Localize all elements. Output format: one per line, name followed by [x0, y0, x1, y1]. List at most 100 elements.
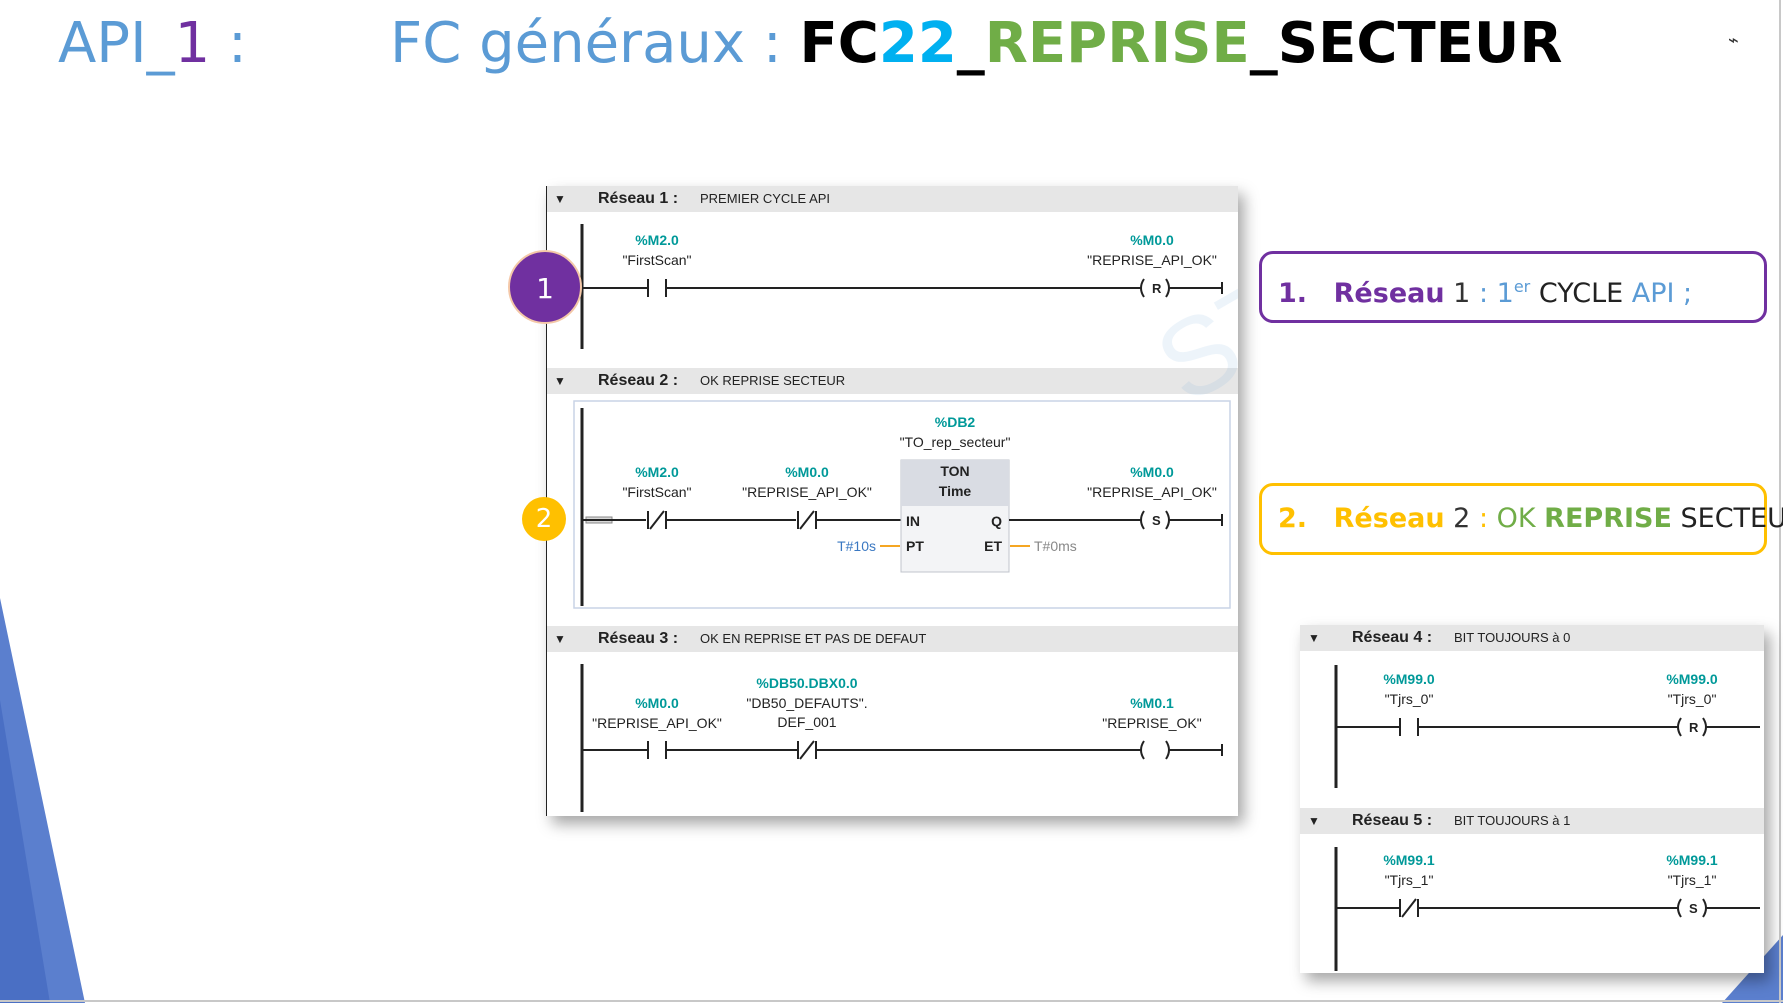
operand-tag: "REPRISE_API_OK"	[1087, 252, 1217, 268]
rung-5-header[interactable]: ▼ Réseau 5 : BIT TOUJOURS à 1	[1300, 808, 1764, 834]
rung-3-title: Réseau 3 :	[598, 630, 679, 647]
callout-2: 2. Réseau 2 : OK REPRISE SECTEUR.	[1259, 483, 1783, 555]
operand-address: %M99.0	[1383, 671, 1435, 687]
contact-no-reprise-api-ok[interactable]	[647, 741, 667, 759]
operand-tag: "REPRISE_API_OK"	[592, 715, 722, 731]
rung-1-header[interactable]: ▼ Réseau 1 : PREMIER CYCLE API	[546, 186, 1238, 212]
operand-address: %M99.1	[1666, 852, 1718, 868]
contact-nc-def-001[interactable]	[797, 740, 817, 760]
coil-reprise-ok[interactable]	[1140, 740, 1170, 760]
operand-address: %M99.0	[1666, 671, 1718, 687]
main-ladder-panel: ▼ Réseau 1 : PREMIER CYCLE API ▼ Réseau …	[546, 186, 1238, 816]
collapse-triangle-icon[interactable]: ▼	[554, 632, 566, 646]
rung-2-header[interactable]: ▼ Réseau 2 : OK REPRISE SECTEUR	[546, 368, 1238, 394]
contact-no-firstscan[interactable]	[647, 279, 667, 297]
rung-1-comment: PREMIER CYCLE API	[700, 191, 831, 206]
callout-separator: :	[1470, 503, 1497, 534]
corner-mark-icon: ⌁	[1728, 30, 1739, 50]
operand-tag: "FirstScan"	[622, 484, 691, 500]
badge-2: 2	[522, 497, 566, 541]
title-api-colon: :	[210, 11, 247, 76]
callout-ok: OK	[1496, 503, 1545, 534]
operand-address: %M99.1	[1383, 852, 1435, 868]
coil-reset-tjrs-0[interactable]: R	[1677, 717, 1707, 737]
main-ladder-diagram: R %M2.0 "FirstScan" %M0.0 "REPRISE_API_O…	[546, 186, 1238, 816]
side-ladder-panel: ▼ Réseau 4 : BIT TOUJOURS à 0 ▼ Réseau 5…	[1300, 625, 1764, 973]
pt-value: T#10s	[837, 538, 876, 554]
callout-api: API	[1631, 278, 1675, 309]
contact-no-tjrs-0[interactable]	[1399, 718, 1419, 736]
pin-q: Q	[991, 513, 1002, 529]
rung-4-network: R %M99.0 "Tjrs_0" %M99.0 "Tjrs_0"	[1334, 665, 1760, 788]
operand-address: %M2.0	[635, 464, 679, 480]
coil-type-label: S	[1152, 513, 1161, 528]
contact-nc-reprise-api-ok[interactable]	[797, 510, 817, 530]
db-tag: "TO_rep_secteur"	[900, 434, 1011, 450]
operand-tag: "Tjrs_1"	[1668, 872, 1717, 888]
operand-tag: "Tjrs_1"	[1385, 872, 1434, 888]
contact-nc-tjrs-1[interactable]	[1399, 898, 1419, 918]
callout-rung-name: Réseau	[1333, 503, 1445, 534]
callout-ordinal-suffix: er	[1513, 277, 1531, 296]
rung-4-header[interactable]: ▼ Réseau 4 : BIT TOUJOURS à 0	[1300, 625, 1764, 651]
operand-tag: "Tjrs_0"	[1385, 691, 1434, 707]
pin-et: ET	[984, 538, 1002, 554]
collapse-triangle-icon[interactable]: ▼	[1308, 814, 1320, 828]
callout-end: ;	[1674, 278, 1693, 309]
rung-3-comment: OK EN REPRISE ET PAS DE DEFAUT	[700, 631, 927, 646]
operand-tag: "DB50_DEFAUTS".	[746, 695, 867, 711]
pin-in: IN	[906, 513, 920, 529]
collapse-triangle-icon[interactable]: ▼	[1308, 631, 1320, 645]
ton-timer-block[interactable]: TON Time IN PT Q ET	[900, 459, 1010, 573]
operand-tag: "FirstScan"	[622, 252, 691, 268]
collapse-triangle-icon[interactable]: ▼	[554, 192, 566, 206]
title-fc-part: FC	[799, 11, 879, 76]
callout-number: 2.	[1278, 503, 1308, 534]
rung-5-comment: BIT TOUJOURS à 1	[1454, 813, 1571, 828]
rung-5-network: S %M99.1 "Tjrs_1" %M99.1 "Tjrs_1"	[1334, 847, 1760, 971]
badge-1: 1	[508, 250, 582, 324]
callout-reprise: REPRISE	[1544, 503, 1672, 534]
block-subtype: Time	[939, 483, 972, 499]
rung-2-network: TON Time IN PT Q ET %DB2 "TO_rep_secteur…	[573, 400, 1231, 609]
callout-cycle: CYCLE	[1530, 278, 1632, 309]
side-ladder-diagram: R %M99.0 "Tjrs_0" %M99.0 "Tjrs_0" S	[1334, 665, 1760, 971]
coil-set-tjrs-1[interactable]: S	[1677, 898, 1707, 918]
coil-type-label: R	[1152, 281, 1162, 296]
rung-2-comment: OK REPRISE SECTEUR	[700, 373, 846, 388]
title-fc-prefix: FC généraux :	[390, 11, 800, 76]
operand-tag-member: DEF_001	[777, 714, 836, 730]
operand-address: %M0.0	[785, 464, 829, 480]
slide-title-api: API_1 :	[58, 4, 247, 84]
block-type: TON	[940, 463, 969, 479]
operand-address: %M0.0	[1130, 464, 1174, 480]
title-fc-reprise: REPRISE	[984, 11, 1250, 76]
rung-5-title: Réseau 5 :	[1352, 812, 1433, 829]
title-fc-sep: _	[956, 11, 985, 76]
callout-secteur: SECTEUR	[1680, 503, 1783, 534]
rung-1-network: R %M2.0 "FirstScan" %M0.0 "REPRISE_API_O…	[580, 224, 1223, 349]
operand-address: %M2.0	[635, 232, 679, 248]
operand-tag: "REPRISE_API_OK"	[1087, 484, 1217, 500]
rung-3-header[interactable]: ▼ Réseau 3 : OK EN REPRISE ET PAS DE DEF…	[546, 626, 1238, 652]
db-address: %DB2	[935, 414, 976, 430]
coil-reset-reprise-api-ok[interactable]: R	[1140, 278, 1170, 298]
callout-rung-index: 2	[1453, 503, 1471, 534]
callout-rung-index: 1	[1453, 278, 1471, 309]
rung-1-title: Réseau 1 :	[598, 190, 679, 207]
et-value: T#0ms	[1034, 538, 1077, 554]
coil-type-label: R	[1689, 720, 1699, 735]
title-api-number: 1	[174, 11, 211, 76]
operand-address: %DB50.DBX0.0	[756, 675, 857, 691]
operand-address: %M0.0	[1130, 232, 1174, 248]
operand-tag: "REPRISE_API_OK"	[742, 484, 872, 500]
title-fc-number: 22	[878, 11, 957, 76]
watermark-text: AEI	[546, 642, 562, 816]
contact-nc-firstscan[interactable]	[647, 510, 667, 530]
collapse-triangle-icon[interactable]: ▼	[554, 374, 566, 388]
coil-type-label: S	[1689, 901, 1698, 916]
coil-set-reprise-api-ok[interactable]: S	[1140, 510, 1170, 530]
operand-address: %M0.1	[1130, 695, 1174, 711]
operand-address: %M0.0	[635, 695, 679, 711]
title-fc-secteur: _SECTEUR	[1249, 11, 1563, 76]
